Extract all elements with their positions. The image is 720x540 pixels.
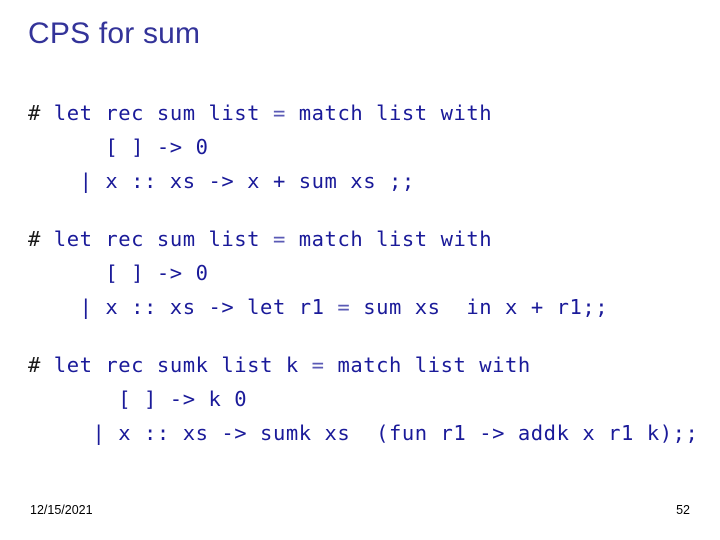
code-block-sum-let-bound: # let rec sum list = match list with [ ]… bbox=[28, 222, 720, 324]
prompt-glyph: # bbox=[28, 101, 54, 125]
code-line: | x :: xs -> x + sum xs ;; bbox=[28, 164, 720, 198]
equals-operator: = bbox=[272, 101, 286, 125]
code-text: [ ] -> 0 bbox=[28, 135, 209, 159]
code-text: [ ] -> 0 bbox=[28, 261, 209, 285]
code-text: | x :: xs -> sumk xs (fun r1 -> addk x r… bbox=[28, 421, 699, 445]
code-line: | x :: xs -> let r1 = sum xs in x + r1;; bbox=[28, 290, 720, 324]
code-line: # let rec sum list = match list with bbox=[28, 96, 720, 130]
code-line: [ ] -> 0 bbox=[28, 256, 720, 290]
code-text: let rec sum list bbox=[53, 101, 273, 125]
slide-footer: 12/15/2021 52 bbox=[0, 496, 720, 540]
code-text: match list with bbox=[324, 353, 531, 377]
code-line: # let rec sum list = match list with bbox=[28, 222, 720, 256]
code-text: sum xs in x + r1;; bbox=[350, 295, 609, 319]
code-line: [ ] -> k 0 bbox=[28, 382, 720, 416]
footer-date: 12/15/2021 bbox=[30, 503, 93, 517]
equals-operator: = bbox=[337, 295, 351, 319]
code-text: match list with bbox=[285, 227, 493, 251]
code-text: | x :: xs -> x + sum xs ;; bbox=[28, 169, 415, 193]
footer-page-number: 52 bbox=[676, 503, 690, 517]
prompt-glyph: # bbox=[28, 353, 54, 377]
equals-operator: = bbox=[272, 227, 286, 251]
code-text: let rec sum list bbox=[53, 227, 273, 251]
page-title: CPS for sum bbox=[28, 17, 201, 50]
code-block-sum-direct: # let rec sum list = match list with [ ]… bbox=[28, 96, 720, 198]
code-block-sumk-cps: # let rec sumk list k = match list with … bbox=[28, 348, 720, 450]
code-line: [ ] -> 0 bbox=[28, 130, 720, 164]
code-line: # let rec sumk list k = match list with bbox=[28, 348, 720, 382]
code-text: | x :: xs -> let r1 bbox=[28, 295, 338, 319]
code-text: match list with bbox=[285, 101, 493, 125]
prompt-glyph: # bbox=[28, 227, 54, 251]
code-text: let rec sumk list k bbox=[53, 353, 312, 377]
code-line: | x :: xs -> sumk xs (fun r1 -> addk x r… bbox=[28, 416, 720, 450]
code-text: [ ] -> k 0 bbox=[28, 387, 248, 411]
equals-operator: = bbox=[311, 353, 325, 377]
code-body: # let rec sum list = match list with [ ]… bbox=[28, 96, 720, 450]
